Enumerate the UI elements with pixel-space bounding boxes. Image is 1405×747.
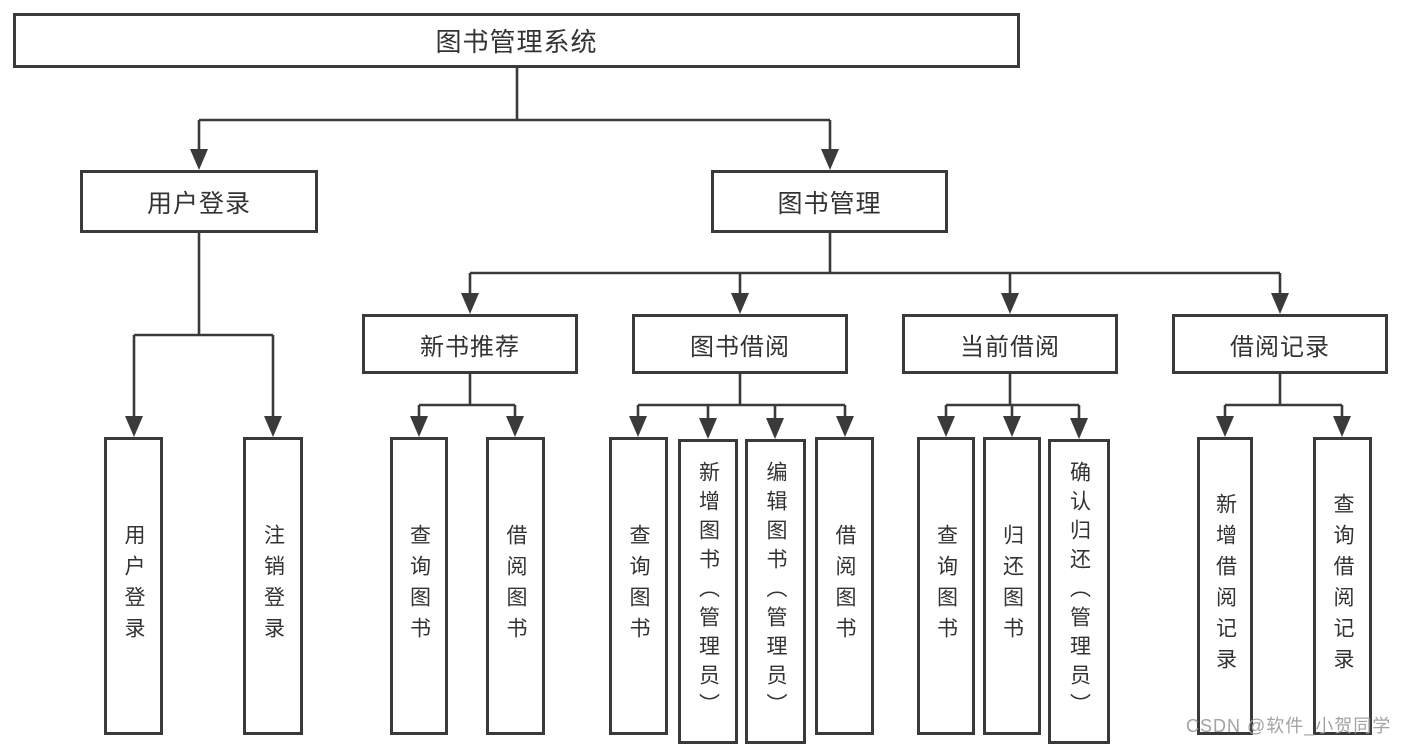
- leaf-current-return-books: 归还图书: [983, 437, 1041, 735]
- node-label: 注销登录: [261, 524, 285, 648]
- node-label: 确认归还（管理员）: [1067, 461, 1091, 722]
- node-label: 查询图书: [627, 524, 650, 648]
- node-current-borrowing: 当前借阅: [902, 314, 1118, 374]
- leaf-logout: 注销登录: [243, 437, 303, 735]
- leaf-user-login: 用户登录: [104, 437, 163, 735]
- node-label: 查询图书: [934, 524, 958, 648]
- node-label: 图书借阅: [690, 333, 790, 361]
- leaf-current-confirm-return-admin: 确认归还（管理员）: [1048, 439, 1110, 744]
- leaf-current-query-books: 查询图书: [917, 437, 975, 735]
- node-user-login: 用户登录: [80, 170, 318, 233]
- leaf-newbook-query-books: 查询图书: [390, 437, 448, 735]
- node-label: 借阅图书: [833, 524, 856, 648]
- node-label: 新增图书（管理员）: [696, 461, 720, 722]
- leaf-records-query-record: 查询借阅记录: [1313, 437, 1372, 735]
- node-label: 用户登录: [146, 189, 251, 218]
- node-new-book-recommend: 新书推荐: [362, 314, 578, 374]
- leaf-borrow-edit-books-admin: 编辑图书（管理员）: [745, 439, 806, 744]
- csdn-watermark: CSDN @软件_小贺同学: [1186, 716, 1392, 736]
- node-book-borrowing: 图书借阅: [632, 314, 848, 374]
- node-label: 归还图书: [1000, 524, 1024, 648]
- node-book-management: 图书管理: [711, 170, 948, 233]
- node-label: 新增借阅记录: [1213, 493, 1237, 679]
- node-label: 用户登录: [122, 524, 145, 648]
- node-label: 查询图书: [407, 524, 431, 648]
- node-borrowing-records: 借阅记录: [1172, 314, 1388, 374]
- node-library-management-system: 图书管理系统: [13, 13, 1020, 68]
- node-label: 当前借阅: [960, 333, 1060, 361]
- node-label: 编辑图书（管理员）: [764, 461, 787, 722]
- node-label: 图书管理: [777, 189, 882, 218]
- node-label: 查询借阅记录: [1331, 493, 1354, 679]
- node-label: 图书管理系统: [435, 27, 598, 57]
- leaf-newbook-borrow-books: 借阅图书: [486, 437, 545, 735]
- leaf-borrow-add-books-admin: 新增图书（管理员）: [678, 439, 738, 744]
- leaf-borrow-query-books: 查询图书: [609, 437, 668, 735]
- leaf-records-add-record: 新增借阅记录: [1197, 437, 1253, 735]
- node-label: 新书推荐: [420, 333, 520, 361]
- leaf-borrow-borrow-books: 借阅图书: [815, 437, 874, 735]
- node-label: 借阅记录: [1230, 333, 1330, 361]
- node-label: 借阅图书: [504, 524, 527, 648]
